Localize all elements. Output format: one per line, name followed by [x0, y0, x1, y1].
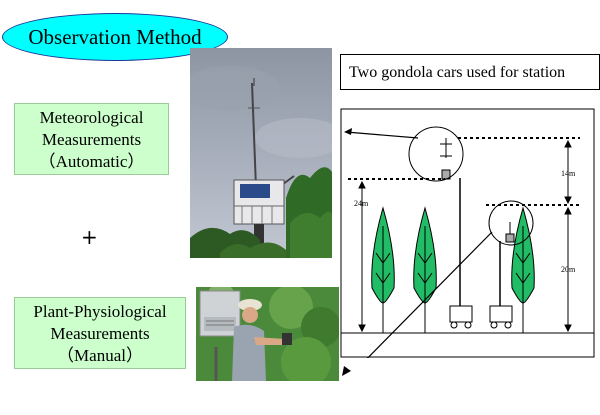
caption-box: Two gondola cars used for station	[340, 54, 600, 90]
pointer-to-plant-photo	[347, 231, 493, 379]
plant-physiological-box: Plant-Physiological Measurements （Manual…	[14, 297, 186, 369]
plant-line3: （Manual）	[57, 346, 143, 365]
short-tower	[489, 222, 515, 329]
tower-gondola-photo	[190, 48, 332, 258]
tall-tower	[440, 138, 473, 329]
meteorological-line2: Measurements	[41, 130, 142, 149]
plus-sign: +	[81, 225, 98, 249]
short-sensor-callout	[488, 200, 534, 246]
label-20m: 20m	[561, 265, 576, 274]
tall-sensor-callout	[408, 126, 464, 182]
pointer-arrowhead	[342, 366, 351, 376]
gondola-diagram: 24m 14m 20m	[340, 108, 595, 379]
pointer-to-tower-photo	[345, 131, 419, 139]
label-24m: 24m	[354, 199, 369, 208]
title-ellipse: Observation Method	[2, 13, 228, 61]
page-title: Observation Method	[28, 24, 202, 49]
meteorological-line3: （Automatic）	[38, 152, 145, 171]
dimension-arrows	[358, 139, 572, 333]
gondola-caption: Two gondola cars used for station	[349, 64, 566, 81]
meteorological-box: Meteorological Measurements （Automatic）	[14, 103, 169, 175]
meteorological-line1: Meteorological	[39, 108, 144, 127]
label-14m: 14m	[561, 169, 576, 178]
plant-line2: Measurements	[50, 324, 150, 343]
plant-measurement-photo	[196, 287, 339, 381]
plant-line1: Plant-Physiological	[33, 302, 167, 321]
